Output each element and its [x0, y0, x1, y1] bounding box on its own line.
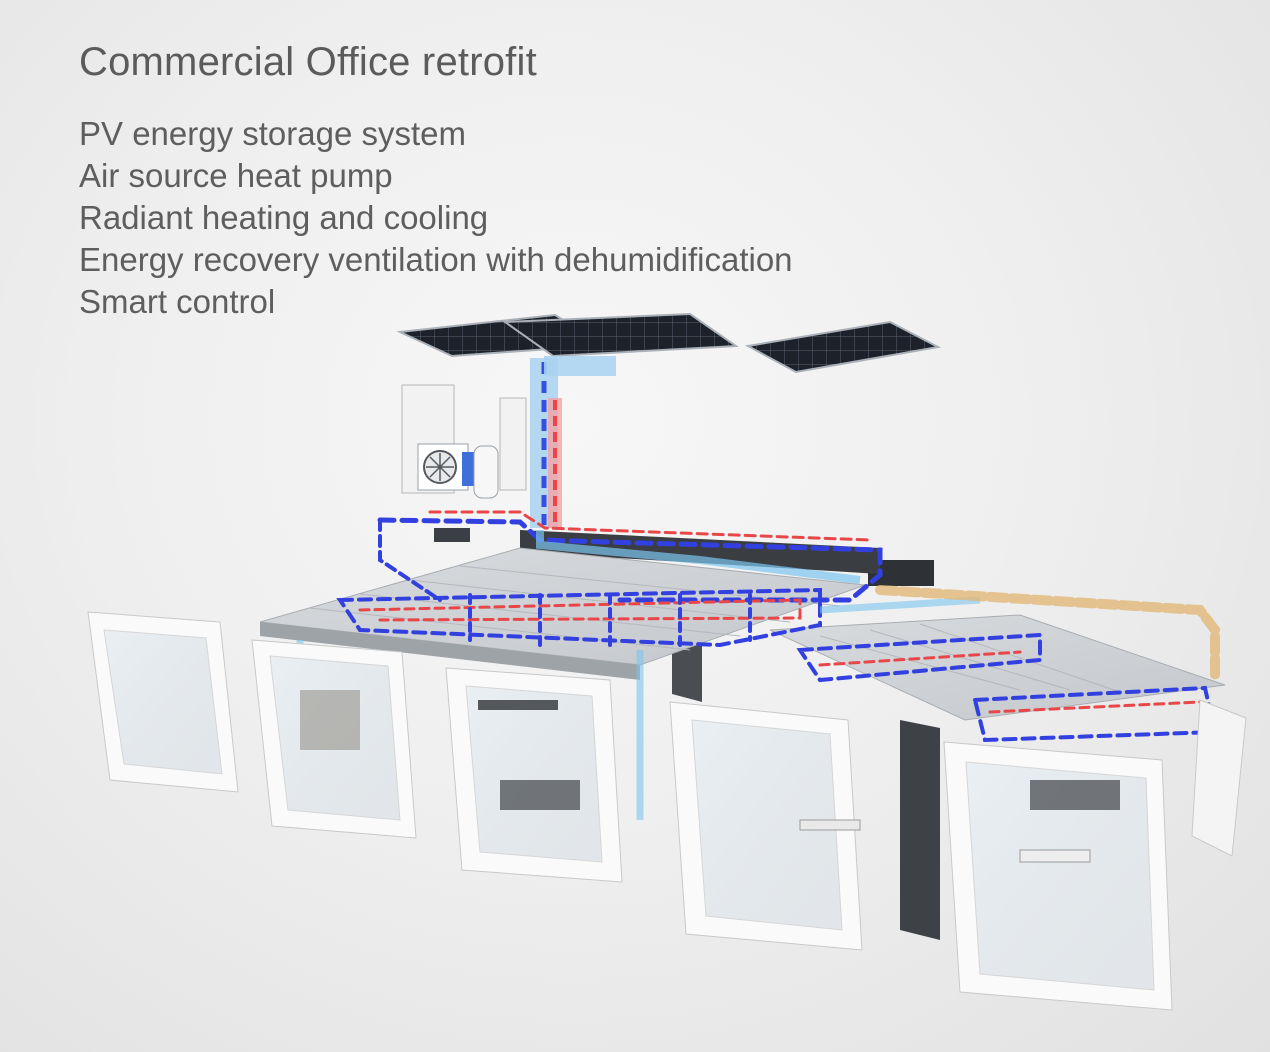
- feature-list: PV energy storage system Air source heat…: [79, 113, 793, 323]
- heat-pump-icon: [401, 384, 474, 494]
- feature-item: Air source heat pump: [79, 157, 393, 194]
- feature-item: Energy recovery ventilation with dehumid…: [79, 241, 793, 278]
- storage-battery-icon: [473, 445, 499, 499]
- wall-frame: [87, 611, 239, 793]
- wall-frame: [445, 667, 623, 883]
- wall-frame: [943, 741, 1173, 1011]
- feature-item: PV energy storage system: [79, 115, 467, 152]
- wall-frame: [669, 701, 863, 951]
- wall-frame: [1191, 699, 1247, 857]
- solar-panel-icon: [396, 312, 942, 374]
- duct-riser: [530, 356, 616, 528]
- wall-frame: [251, 639, 417, 839]
- feature-item: Smart control: [79, 283, 276, 320]
- air-duct-network: [296, 530, 1220, 820]
- feature-item: Radiant heating and cooling: [79, 199, 489, 236]
- wall-frames: [87, 611, 1247, 1011]
- page-title: Commercial Office retrofit: [79, 40, 537, 84]
